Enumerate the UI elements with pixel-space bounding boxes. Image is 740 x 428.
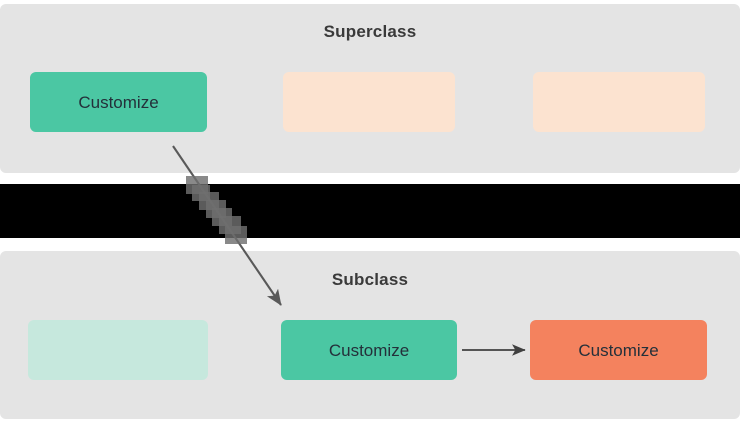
superclass-title: Superclass bbox=[323, 22, 417, 41]
superclass-method-customize-label: Customize bbox=[78, 92, 159, 112]
subclass-method-customize-override-label: Customize bbox=[578, 340, 659, 360]
superclass-method-empty-2[interactable] bbox=[533, 72, 705, 132]
subclass-method-customize-override[interactable]: Customize bbox=[530, 320, 707, 380]
superclass-method-empty-1[interactable] bbox=[283, 72, 455, 132]
subclass-method-customize-inherited-label: Customize bbox=[328, 340, 410, 360]
subclass-title: Subclass bbox=[331, 270, 409, 289]
superclass-method-customize[interactable]: Customize bbox=[30, 72, 207, 132]
subclass-method-empty-1[interactable] bbox=[28, 320, 208, 380]
subclass-method-customize-inherited[interactable]: Customize bbox=[281, 320, 457, 380]
black-separator-band bbox=[0, 184, 740, 238]
